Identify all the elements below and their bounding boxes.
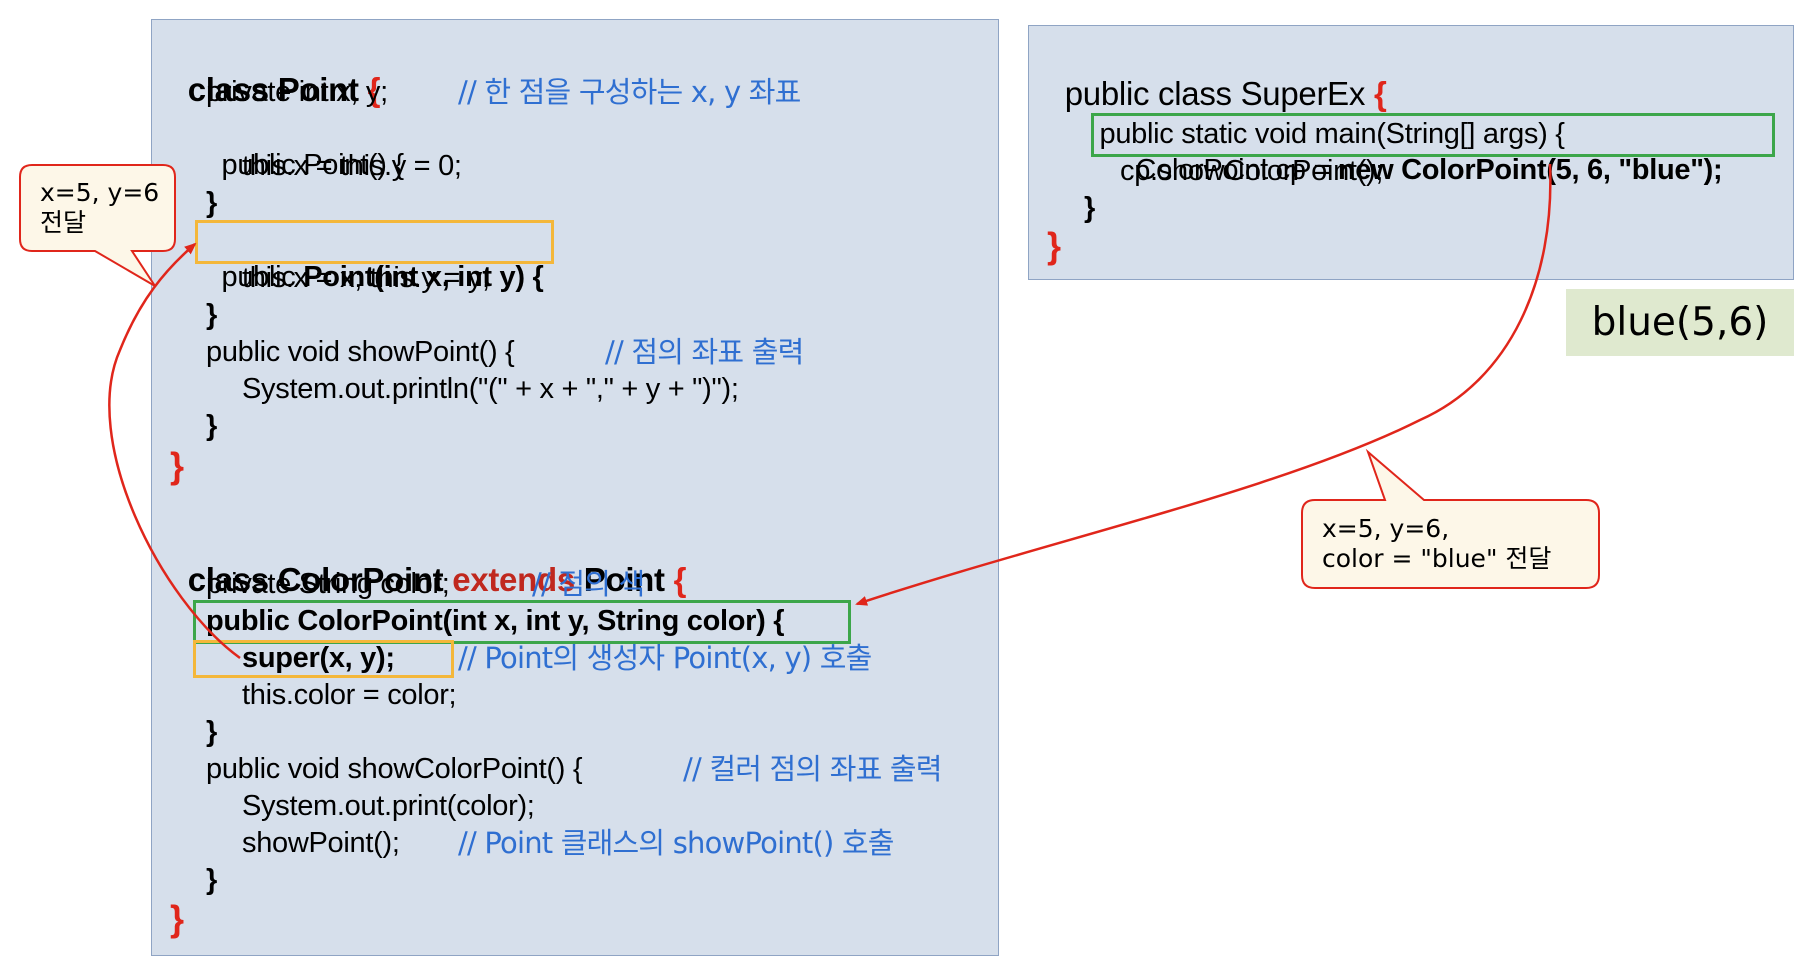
colorpoint-showcolorpoint-comment: // 컬러 점의 좌표 출력 <box>683 752 942 786</box>
point-showpoint-body: System.out.println("(" + x + "," + y + "… <box>242 373 739 405</box>
point-default-ctor-close: } <box>206 187 217 219</box>
point-xy-ctor: public Point(int x, int y) { <box>221 261 544 293</box>
colorpoint-super-comment: // Point의 생성자 Point(x, y) 호출 <box>458 641 872 675</box>
arrow-to-point-ctor <box>108 242 241 660</box>
program-output: blue(5,6) <box>1566 289 1794 356</box>
colorpoint-showpoint-call: showPoint(); <box>242 827 400 859</box>
super-call-highlight <box>193 640 454 678</box>
superex-main-close: } <box>1084 192 1095 224</box>
point-showpoint-comment: // 점의 좌표 출력 <box>605 335 804 369</box>
point-class-header: class Point { <box>187 71 381 108</box>
colorpoint-ctor: public ColorPoint(int x, int y, String c… <box>206 605 785 637</box>
colorpoint-ctor-body: this.color = color; <box>242 679 457 711</box>
right-callout-text: x=5, y=6, color = "blue" 전달 <box>1322 514 1552 573</box>
point-showpoint-method: public void showPoint() { <box>206 336 515 368</box>
point-xy-ctor-highlight <box>195 220 554 264</box>
point-field-line: private int x, y; <box>206 76 388 108</box>
colorpoint-print-color: System.out.print(color); <box>242 790 535 822</box>
colorpoint-class-close-brace: } <box>170 898 185 939</box>
colorpoint-ctor-close: } <box>206 716 217 748</box>
colorpoint-class-header: class ColorPoint extends Point { <box>187 561 687 598</box>
colorpoint-field-comment: // 점의 색 <box>532 567 645 601</box>
point-field-comment: // 한 점을 구성하는 x, y 좌표 <box>458 75 801 109</box>
superex-code-box <box>1028 25 1794 280</box>
point-xy-ctor-body: this.x = x; this.y = y; <box>242 262 490 294</box>
superex-showcolorpoint-call: cp.showColorPoint(); <box>1120 155 1384 187</box>
superex-main-method: public static void main(String[] args) { <box>1099 118 1565 150</box>
colorpoint-showpoint-call-comment: // Point 클래스의 showPoint() 호출 <box>458 826 894 860</box>
right-callout-bubble <box>1301 448 1600 589</box>
point-default-ctor-body: this.x = this.y = 0; <box>242 150 462 182</box>
superex-class-close-brace: } <box>1047 225 1062 266</box>
colorpoint-showcolorpoint-method: public void showColorPoint() { <box>206 753 583 785</box>
point-colorpoint-code-box <box>151 19 999 956</box>
superex-class-header: public class SuperEx { <box>1064 75 1387 112</box>
arrow-to-colorpoint-ctor <box>855 163 1552 606</box>
point-class-close-brace: } <box>170 445 185 486</box>
colorpoint-field-line: private String color; <box>206 568 450 600</box>
left-callout-bubble <box>19 164 176 287</box>
colorpoint-ctor-highlight <box>193 600 851 644</box>
colorpoint-showcolorpoint-close: } <box>206 864 217 896</box>
left-callout-text: x=5, y=6 전달 <box>40 178 160 237</box>
new-colorpoint-highlight <box>1091 113 1775 157</box>
point-xy-ctor-close: } <box>206 299 217 331</box>
colorpoint-super-call: super(x, y); <box>242 642 395 674</box>
point-default-ctor: public Point() { <box>221 149 404 181</box>
point-showpoint-close: } <box>206 410 217 442</box>
